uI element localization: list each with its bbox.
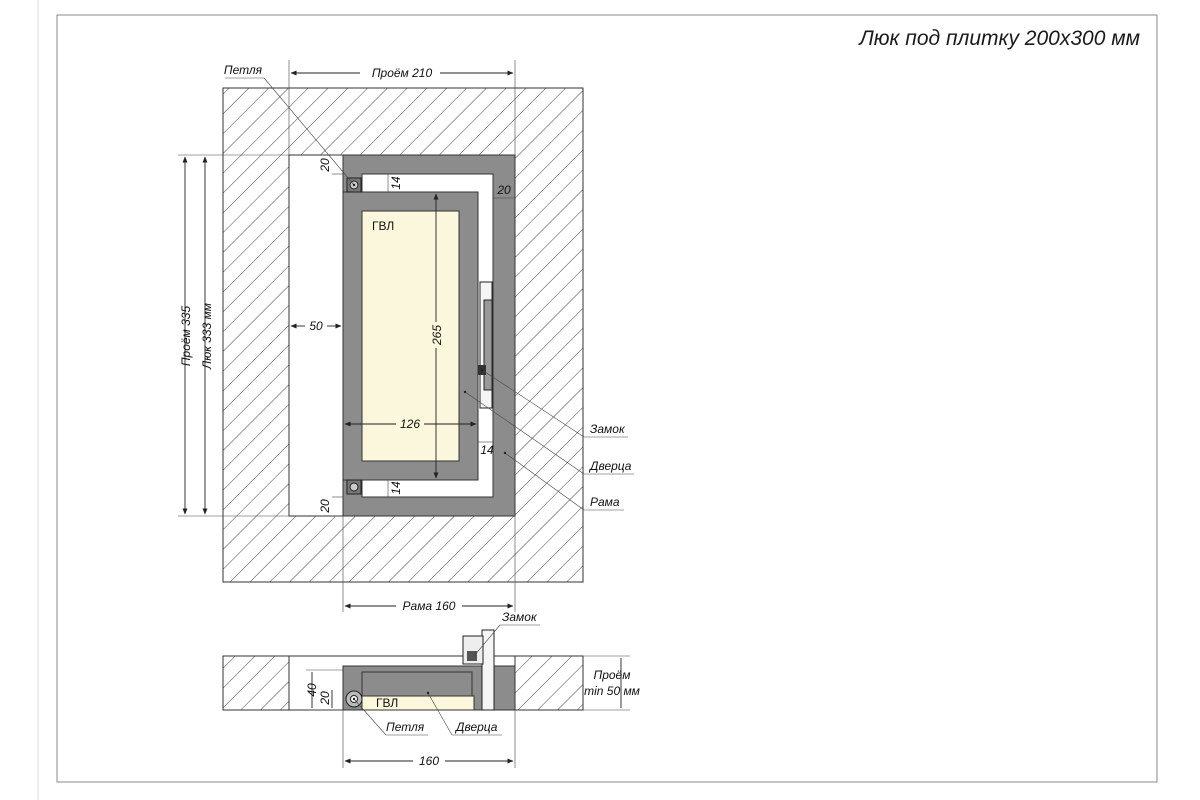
opening-width-label: Проём 210: [372, 66, 433, 80]
dim-20-top-label: 20: [318, 158, 332, 173]
door-leader: [463, 390, 585, 475]
hatch-height-label: Люк 333 мм: [200, 303, 214, 370]
section-hinge-leader: [352, 697, 387, 736]
frame-label: Рама: [590, 495, 620, 509]
section-lock-plate: [481, 629, 495, 711]
hinge-label: Петля: [224, 63, 263, 77]
section-wall-left: [222, 655, 290, 711]
frame-leader: [503, 451, 585, 511]
section-door-leader: [426, 691, 453, 736]
frame-width-label: Рама 160: [403, 599, 456, 613]
dim-14-bottom-label: 14: [389, 481, 403, 495]
dim-126-label: 126: [400, 417, 420, 431]
lock-label: Замок: [590, 422, 626, 436]
section-opening-label-1: Проём: [594, 668, 631, 682]
section-view: ГВЛ Замок Проём min 50 мм 40 20 Петля Дв…: [222, 610, 640, 768]
section-hinge-label: Петля: [386, 720, 425, 734]
section-lock-label: Замок: [502, 610, 538, 624]
dim-20-label: 20: [318, 691, 332, 706]
lock-body: [483, 299, 493, 391]
section-opening-label-2: min 50 мм: [584, 684, 640, 698]
section-door: [361, 671, 473, 697]
page-border: [56, 14, 1158, 783]
dim-14-right-label: 14: [480, 443, 494, 457]
section-board-label: ГВЛ: [376, 696, 398, 710]
dim-20-right-label: 20: [496, 183, 511, 197]
dim-20-bottom-label: 20: [318, 499, 332, 514]
front-view: ГВЛ Проём 210 Петля Проём 335 Люк 333 мм…: [178, 60, 634, 613]
drawing-title: Люк под плитку 200х300 мм: [857, 27, 1140, 50]
dim-265-label: 265: [430, 325, 444, 346]
lock-leader: [480, 368, 585, 438]
dim-50-label: 50: [309, 319, 323, 333]
dim-40-label: 40: [305, 683, 319, 697]
section-gypsum-board: [361, 695, 475, 711]
section-door-label: Дверца: [454, 720, 498, 734]
hinge-bottom-pin: [349, 482, 359, 492]
opening-height-label: Проём 335: [179, 306, 193, 367]
dim-14-top-label: 14: [389, 176, 403, 190]
section-wall-right: [514, 655, 584, 711]
section-width-label: 160: [419, 754, 439, 768]
board-label: ГВЛ: [372, 219, 394, 233]
door-label: Дверца: [588, 459, 632, 473]
hinge-leader: [263, 77, 356, 187]
